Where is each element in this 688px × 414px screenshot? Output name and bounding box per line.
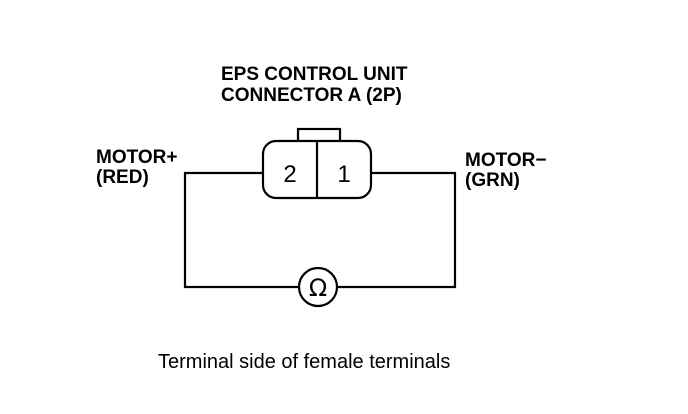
ohmmeter-circle <box>297 266 339 308</box>
ohmmeter-icon: Ω <box>297 266 339 308</box>
ohm-symbol: Ω <box>309 274 327 302</box>
diagram-caption: Terminal side of female terminals <box>158 351 450 373</box>
motor-minus-wire-color: (GRN) <box>465 170 520 191</box>
connector-pin-1: 1 <box>337 161 350 188</box>
connector-title-line1: EPS CONTROL UNIT <box>221 64 408 85</box>
connector-pin-2: 2 <box>283 161 296 188</box>
connector-title-line2: CONNECTOR A (2P) <box>221 85 402 106</box>
connector-2p: 2 1 <box>261 127 373 200</box>
motor-plus-label: MOTOR+ <box>96 147 177 168</box>
motor-minus-label: MOTOR− <box>465 150 546 171</box>
right-wire <box>337 171 457 289</box>
motor-plus-wire-color: (RED) <box>96 167 149 188</box>
left-wire <box>183 171 299 289</box>
